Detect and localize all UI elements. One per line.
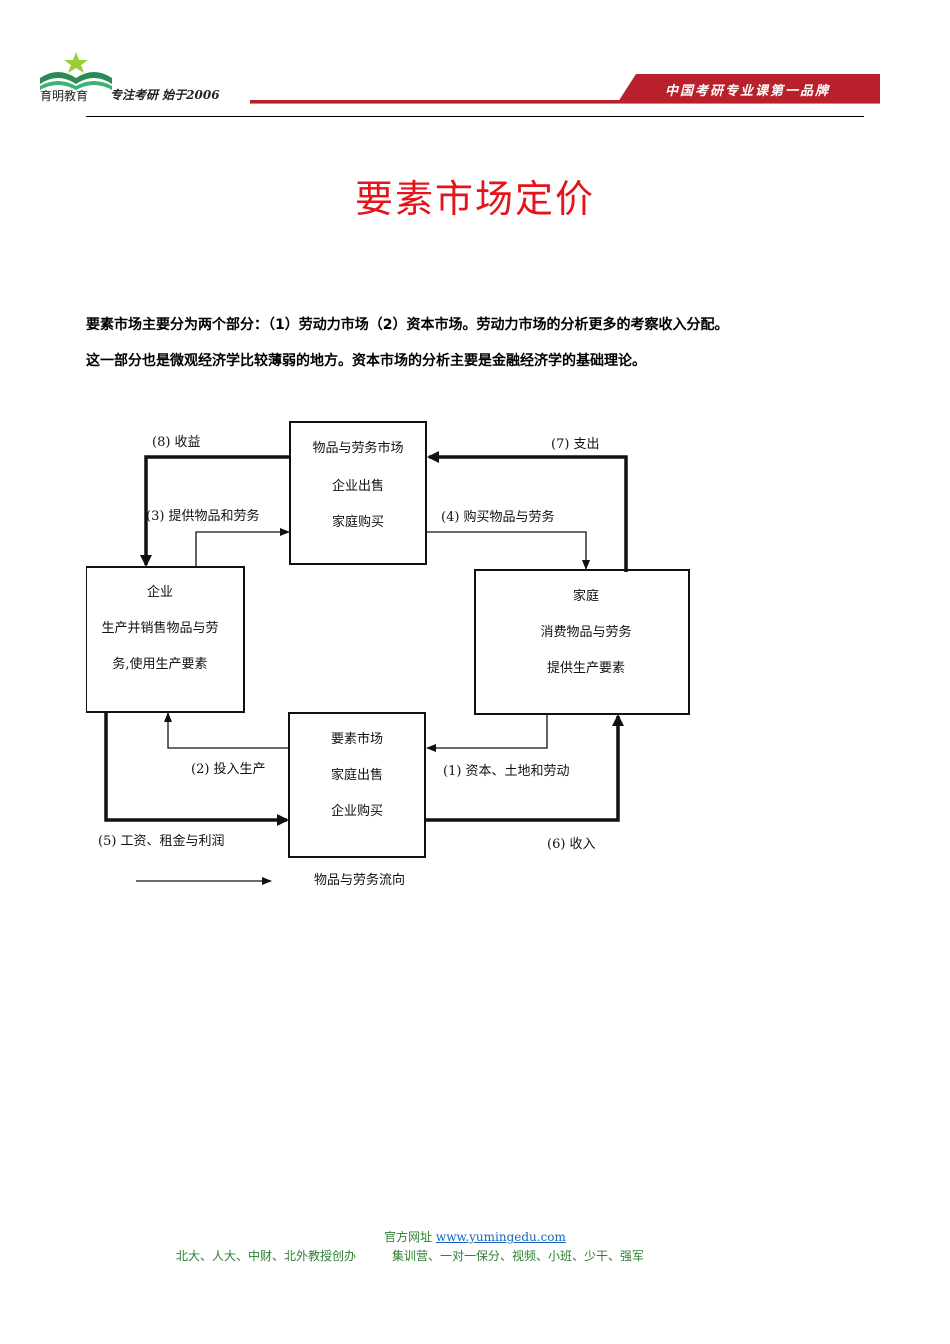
body-paragraph: 这一部分也是微观经济学比较薄弱的地方。资本市场的分析主要是金融经济学的基础理论。 xyxy=(86,353,646,369)
flow-3-goods-arrow xyxy=(195,528,290,567)
factor-market-title: 要素市场 xyxy=(331,731,383,747)
firms-title: 企业 xyxy=(147,584,173,600)
households-title: 家庭 xyxy=(573,588,599,604)
footer-url-link[interactable]: www.yumingedu.com xyxy=(435,1230,566,1244)
households-line: 消费物品与劳务 xyxy=(540,624,631,640)
flow-4-label: (4) 购买物品与劳务 xyxy=(441,509,555,525)
footer-site-label: 官方网址 xyxy=(384,1230,433,1244)
factor-market-line: 家庭出售 xyxy=(331,767,383,783)
flow-4-purchase-arrow xyxy=(426,531,590,570)
logo-name: 育明教育 xyxy=(40,89,89,103)
flow-8-label: (8) 收益 xyxy=(152,435,201,450)
flow-1-label: (1) 资本、土地和劳动 xyxy=(443,763,570,779)
households-box xyxy=(474,569,690,715)
footer-website: 官方网址 www.yumingedu.com xyxy=(0,1228,950,1245)
goods-market-title: 物品与劳务市场 xyxy=(312,440,403,456)
body-paragraph: 要素市场主要分为两个部分：（1）劳动力市场（2）资本市场。劳动力市场的分析更多的… xyxy=(86,317,729,333)
goods-market-line: 家庭购买 xyxy=(332,514,384,530)
page-title: 要素市场定价 xyxy=(354,177,595,221)
header-slogan: 专注考研 始于2006 xyxy=(110,88,220,102)
flow-2-label: (2) 投入生产 xyxy=(191,761,266,777)
legend-label: 物品与劳务流向 xyxy=(314,872,405,888)
footer-founders: 北大、人大、中财、北外教授创办 xyxy=(176,1249,357,1263)
flow-6-label: (6) 收入 xyxy=(547,837,596,852)
header-rule-shadow xyxy=(250,103,880,104)
firms-line: 务,使用生产要素 xyxy=(112,656,207,672)
flow-7-spending-arrow xyxy=(427,451,628,572)
flow-8-revenue-arrow xyxy=(140,455,290,567)
footer-programs: 集训营、一对一保分、视频、小班、少干、强军 xyxy=(392,1249,645,1263)
flow-3-label: (3) 提供物品和劳务 xyxy=(146,508,260,524)
page-top-rule xyxy=(86,116,864,117)
flow-5-wages-arrow xyxy=(104,712,289,826)
flow-6-income-arrow xyxy=(425,714,624,822)
circular-flow-diagram: 物品与劳务市场 企业出售 家庭购买 企业 生产并销售物品与劳 务,使用生产要素 … xyxy=(86,421,690,888)
flow-7-label: (7) 支出 xyxy=(551,437,600,452)
goods-market-box xyxy=(289,421,427,565)
factor-market-line: 企业购买 xyxy=(331,803,383,819)
footer-tagline: 北大、人大、中财、北外教授创办 集训营、一对一保分、视频、小班、少干、强军 xyxy=(176,1247,644,1264)
flow-5-label: (5) 工资、租金与利润 xyxy=(98,833,225,849)
flow-2-inputs-arrow xyxy=(164,712,289,749)
logo-icon xyxy=(40,52,112,90)
households-line: 提供生产要素 xyxy=(547,660,625,676)
factor-market-box xyxy=(288,712,426,858)
firms-line: 生产并销售物品与劳 xyxy=(101,620,218,636)
flow-1-factors-arrow xyxy=(426,714,548,752)
header-rule xyxy=(250,100,880,103)
brand-banner xyxy=(618,74,880,102)
firms-box xyxy=(86,566,245,713)
goods-market-line: 企业出售 xyxy=(332,478,384,494)
brand-slogan: 中国考研专业课第一品牌 xyxy=(665,84,831,99)
